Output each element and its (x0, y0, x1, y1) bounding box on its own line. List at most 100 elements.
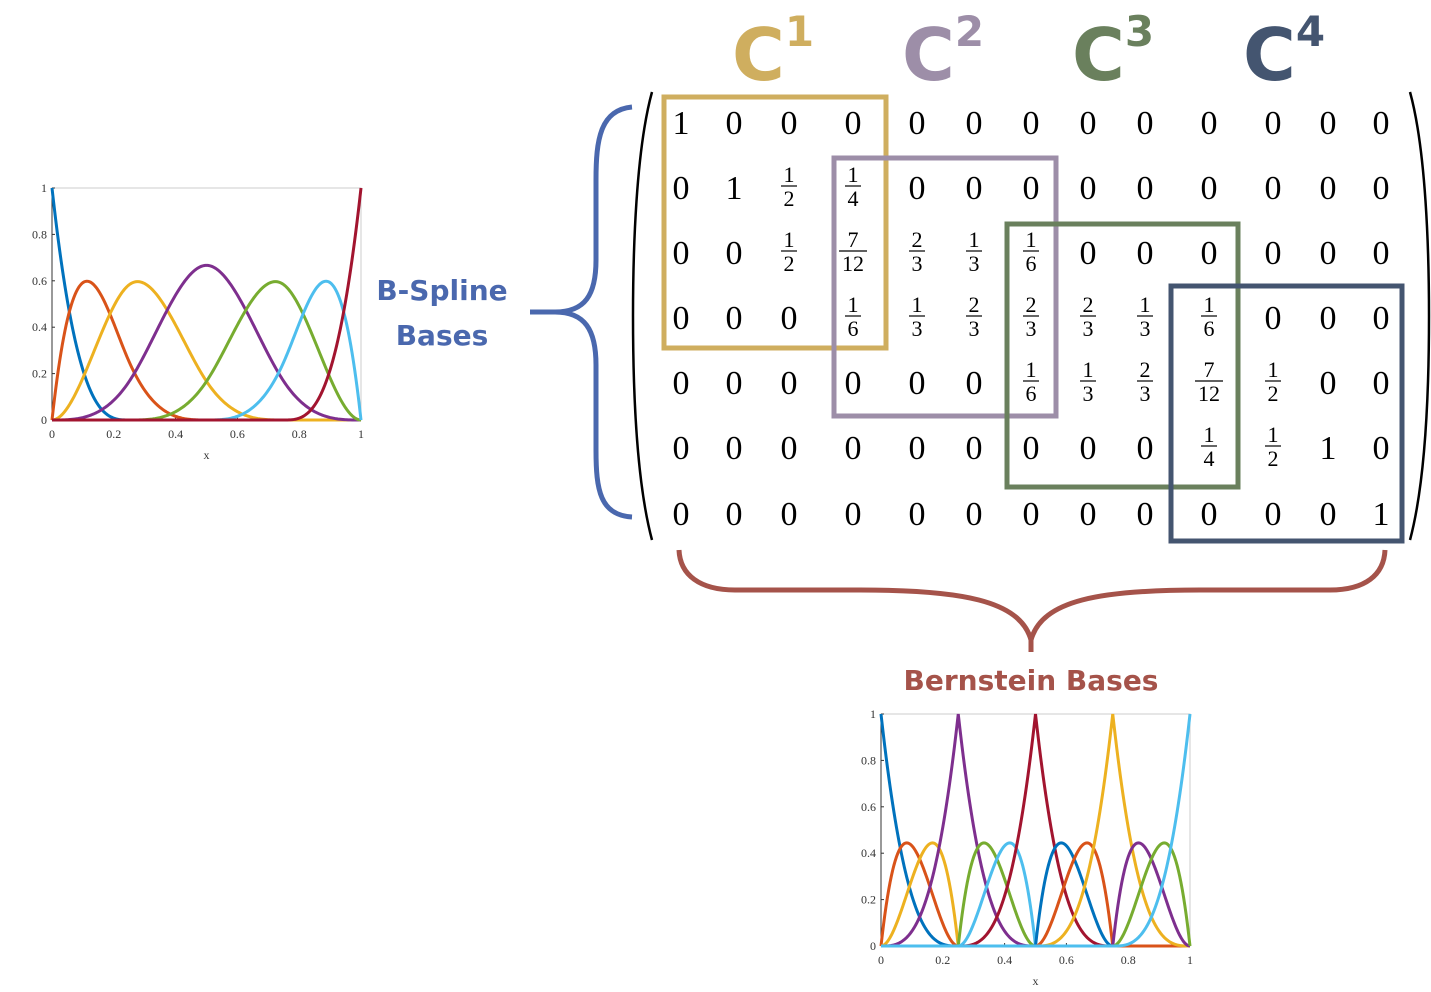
denominator: 4 (1204, 446, 1215, 471)
numerator: 1 (1204, 422, 1215, 447)
entry: 0 (966, 365, 983, 402)
entry: 0 (726, 430, 743, 467)
matrix-cell: 0 (1320, 105, 1337, 142)
numerator: 1 (1026, 357, 1037, 382)
y-tick-label: 0.2 (861, 893, 876, 907)
denominator: 3 (1083, 381, 1094, 406)
denominator: 2 (1268, 381, 1279, 406)
entry: 0 (673, 300, 690, 337)
entry: 0 (909, 496, 926, 533)
matrix-cell: 0 (673, 430, 690, 467)
matrix-cell: 23 (1080, 292, 1096, 341)
denominator: 3 (1026, 316, 1037, 341)
numerator: 1 (1083, 357, 1094, 382)
matrix-cell: 0 (673, 300, 690, 337)
entry: 0 (845, 496, 862, 533)
matrix-cell: 23 (1023, 292, 1039, 341)
entry: 0 (966, 170, 983, 207)
entry: 0 (1137, 105, 1154, 142)
entry: 0 (1265, 105, 1282, 142)
entry: 0 (1080, 430, 1097, 467)
block-box-c2 (831, 155, 1059, 419)
matrix-cell: 0 (1320, 235, 1337, 272)
matrix-cell: 0 (726, 430, 743, 467)
denominator: 12 (1198, 381, 1220, 406)
denominator: 6 (1026, 381, 1037, 406)
matrix-cell: 0 (726, 105, 743, 142)
entry: 0 (1320, 105, 1337, 142)
matrix-cell: 1 (1320, 430, 1337, 467)
matrix-cell: 0 (726, 496, 743, 533)
numerator: 2 (969, 292, 980, 317)
x-tick-label: 0 (878, 953, 884, 967)
entry: 1 (1373, 496, 1390, 533)
entry: 0 (1265, 235, 1282, 272)
matrix-cell: 0 (781, 105, 798, 142)
entry: 0 (1080, 496, 1097, 533)
matrix-cell: 0 (1137, 430, 1154, 467)
entry: 0 (909, 105, 926, 142)
numerator: 1 (848, 292, 859, 317)
matrix-cell: 0 (966, 496, 983, 533)
matrix-cell: 0 (673, 235, 690, 272)
matrix-cell: 12 (1265, 422, 1281, 471)
bernstein-brace (676, 549, 1388, 652)
numerator: 1 (1140, 292, 1151, 317)
x-tick-label: 0.2 (106, 427, 121, 441)
y-tick-label: 1 (870, 707, 876, 721)
numerator: 1 (848, 162, 859, 187)
entry: 0 (1265, 170, 1282, 207)
matrix-cell: 0 (781, 300, 798, 337)
matrix-cell: 0 (1080, 235, 1097, 272)
matrix-cell: 0 (673, 170, 690, 207)
matrix-cell: 0 (1023, 430, 1040, 467)
entry: 0 (1080, 105, 1097, 142)
denominator: 2 (784, 251, 795, 276)
bspline-label-line1: B-Spline (376, 274, 507, 307)
label-c2: C2 (902, 7, 984, 97)
label-c3: C3 (1072, 7, 1154, 97)
entry: 0 (1201, 170, 1218, 207)
matrix-cell: 0 (1373, 105, 1390, 142)
matrix-cell: 0 (1080, 105, 1097, 142)
matrix-cell: 0 (1023, 170, 1040, 207)
label-c1: C1 (732, 7, 814, 97)
matrix-cell: 0 (726, 300, 743, 337)
entry: 0 (966, 496, 983, 533)
entry: 0 (1201, 496, 1218, 533)
entry: 0 (781, 496, 798, 533)
plot-area (880, 713, 1191, 947)
denominator: 3 (1140, 381, 1151, 406)
entry: 0 (781, 300, 798, 337)
y-tick-label: 0.2 (32, 367, 47, 381)
matrix-cell: 0 (1080, 496, 1097, 533)
numerator: 1 (784, 227, 795, 252)
denominator: 12 (842, 251, 864, 276)
matrix-cell: 0 (1265, 170, 1282, 207)
matrix-cell: 0 (966, 430, 983, 467)
bspline-label-line2: Bases (396, 319, 489, 352)
matrix-cell: 16 (1023, 357, 1039, 406)
x-axis-label: x (1033, 974, 1039, 988)
matrix-right-paren (1408, 91, 1431, 541)
entry: 0 (1320, 365, 1337, 402)
matrix-cell: 712 (1195, 357, 1223, 406)
y-tick-label: 0.6 (861, 800, 876, 814)
matrix-cell: 0 (845, 365, 862, 402)
matrix-cell: 0 (845, 496, 862, 533)
entry: 0 (966, 430, 983, 467)
entry: 0 (726, 496, 743, 533)
bspline-brace (530, 104, 633, 520)
matrix-cell: 0 (1265, 235, 1282, 272)
matrix-blocks (661, 94, 1405, 544)
entry: 0 (1023, 496, 1040, 533)
y-tick-label: 0.4 (32, 320, 47, 334)
numerator: 7 (1204, 357, 1215, 382)
x-tick-label: 0.6 (230, 427, 245, 441)
x-tick-label: 0.8 (292, 427, 307, 441)
numerator: 1 (1268, 357, 1279, 382)
matrix-cell: 0 (1137, 105, 1154, 142)
entry: 0 (909, 365, 926, 402)
numerator: 7 (848, 227, 859, 252)
